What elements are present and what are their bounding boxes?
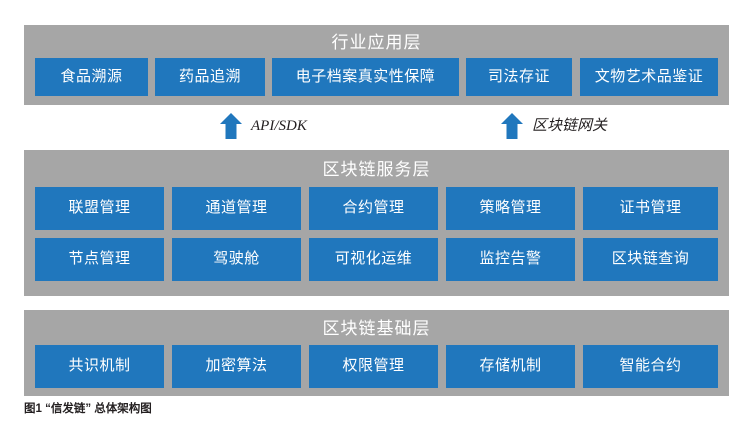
module-drug-traceability[interactable]: 药品追溯 — [155, 58, 265, 96]
connector-band: API/SDK 区块链网关 — [24, 108, 729, 146]
module-storage-mechanism[interactable]: 存储机制 — [446, 345, 575, 388]
figure-caption: 图1 “信发链” 总体架构图 — [24, 403, 152, 415]
module-judicial-deposit[interactable]: 司法存证 — [466, 58, 572, 96]
arrow-up-icon — [220, 113, 242, 139]
module-channel-management[interactable]: 通道管理 — [172, 187, 301, 230]
connector-label-api-sdk: API/SDK — [251, 117, 307, 134]
connector-api-sdk: API/SDK — [220, 113, 307, 139]
layer-blockchain-service: 区块链服务层 联盟管理 通道管理 合约管理 策略管理 证书管理 节点管理 驾驶舱… — [24, 150, 729, 296]
module-smart-contract[interactable]: 智能合约 — [583, 345, 718, 388]
module-consensus-mechanism[interactable]: 共识机制 — [35, 345, 164, 388]
module-cultural-relic-appraisal[interactable]: 文物艺术品鉴证 — [580, 58, 718, 96]
arrow-up-icon — [501, 113, 523, 139]
module-electronic-archive-authenticity[interactable]: 电子档案真实性保障 — [272, 58, 459, 96]
layer-title-industry-application: 行业应用层 — [331, 33, 422, 52]
module-permission-management[interactable]: 权限管理 — [309, 345, 438, 388]
module-encryption-algorithm[interactable]: 加密算法 — [172, 345, 301, 388]
module-alliance-management[interactable]: 联盟管理 — [35, 187, 164, 230]
connector-label-blockchain-gateway: 区块链网关 — [532, 117, 608, 134]
module-policy-management[interactable]: 策略管理 — [446, 187, 575, 230]
module-contract-management[interactable]: 合约管理 — [309, 187, 438, 230]
module-certificate-management[interactable]: 证书管理 — [583, 187, 718, 230]
connector-blockchain-gateway: 区块链网关 — [501, 113, 607, 139]
layer-blockchain-base: 区块链基础层 共识机制 加密算法 权限管理 存储机制 智能合约 — [24, 310, 729, 396]
layer-industry-application: 行业应用层 食品溯源 药品追溯 电子档案真实性保障 司法存证 文物艺术品鉴证 — [24, 25, 729, 105]
module-food-traceability[interactable]: 食品溯源 — [35, 58, 148, 96]
module-cockpit[interactable]: 驾驶舱 — [172, 238, 301, 281]
layer-title-blockchain-service: 区块链服务层 — [322, 160, 431, 179]
layer-title-blockchain-base: 区块链基础层 — [322, 319, 431, 338]
module-blockchain-query[interactable]: 区块链查询 — [583, 238, 718, 281]
module-node-management[interactable]: 节点管理 — [35, 238, 164, 281]
module-visual-operations[interactable]: 可视化运维 — [309, 238, 438, 281]
module-monitoring-alarm[interactable]: 监控告警 — [446, 238, 575, 281]
